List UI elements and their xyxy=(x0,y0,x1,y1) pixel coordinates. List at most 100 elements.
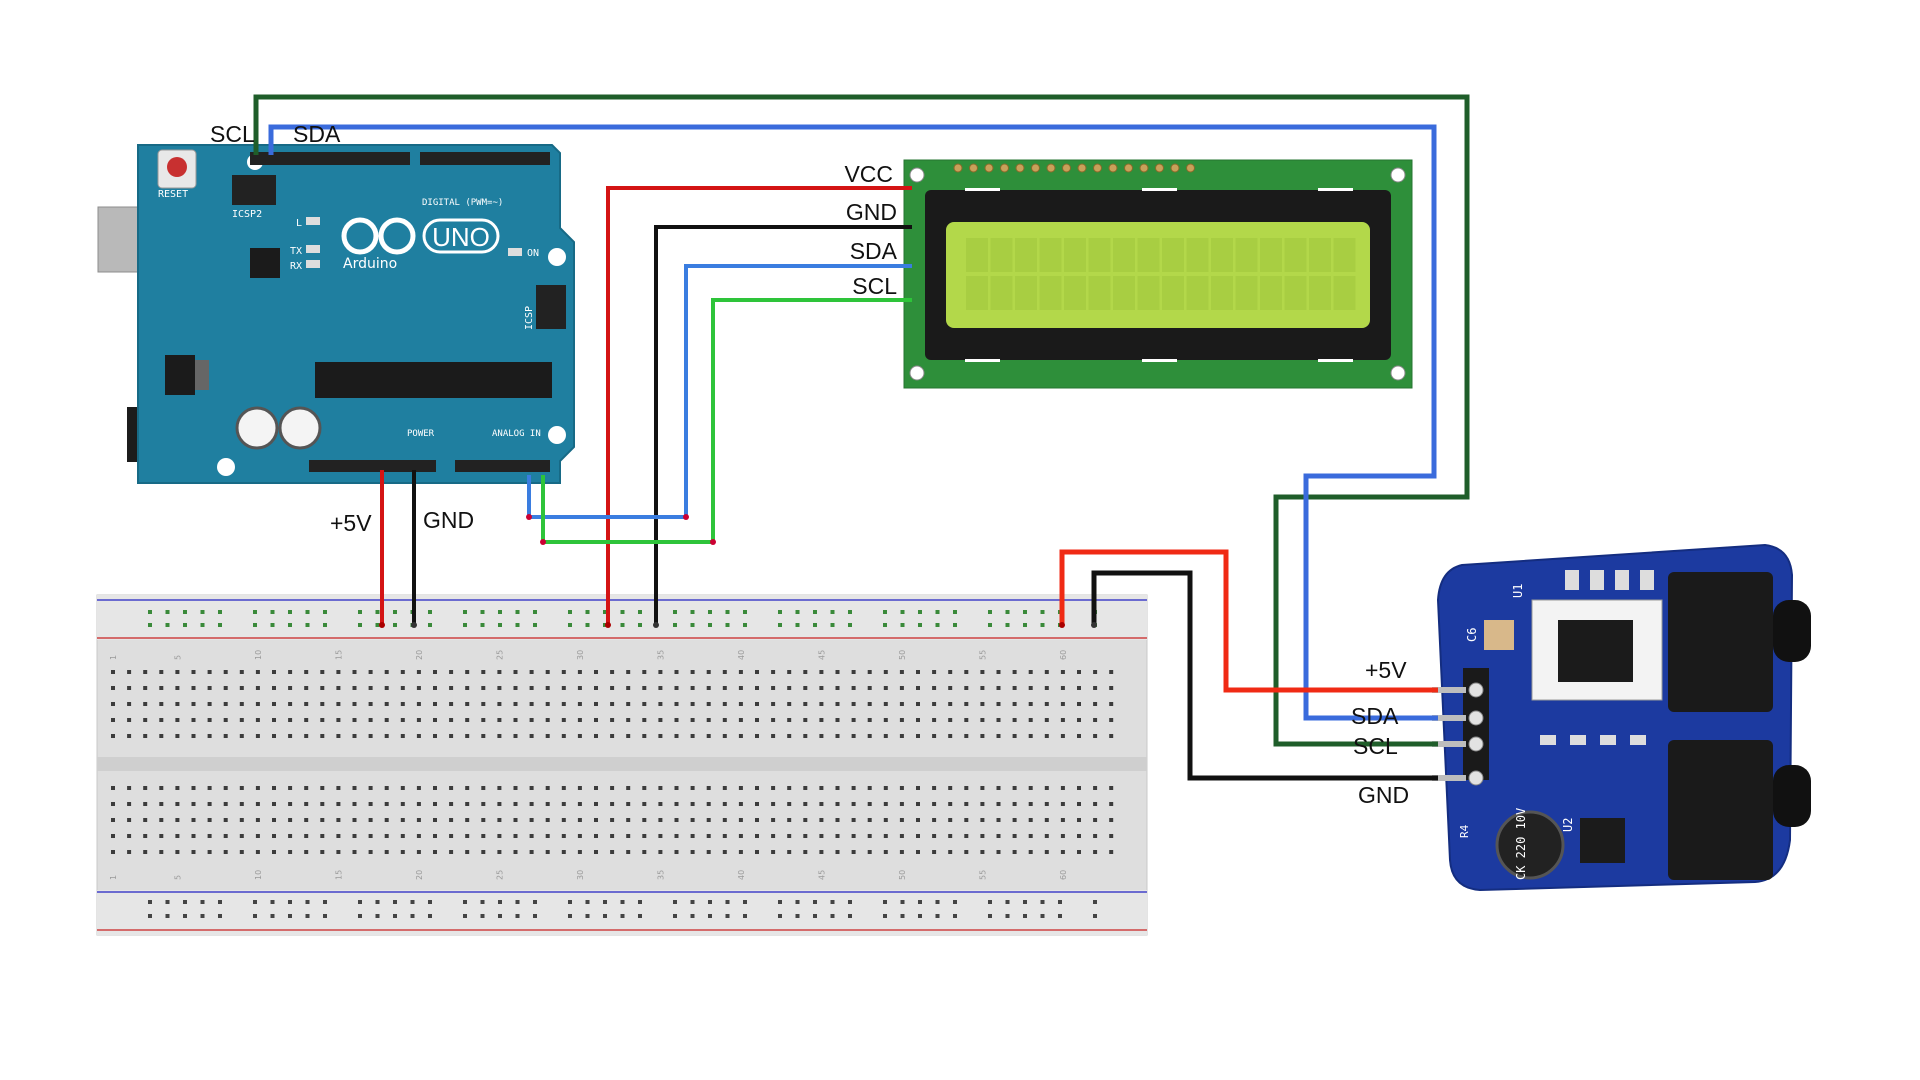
terminal-hole xyxy=(288,670,293,674)
rail-hole xyxy=(410,914,415,918)
terminal-hole xyxy=(1028,702,1033,706)
terminal-hole xyxy=(803,802,808,806)
electrolytic-capacitor xyxy=(1495,810,1565,880)
terminal-hole xyxy=(288,686,293,690)
column-number: 20 xyxy=(415,650,424,660)
terminal-hole xyxy=(626,818,631,822)
terminal-hole xyxy=(191,802,196,806)
column-number: 55 xyxy=(978,650,987,660)
terminal-hole xyxy=(658,850,663,854)
c6-component xyxy=(1484,620,1514,650)
module-pin xyxy=(1432,775,1466,781)
terminal-hole xyxy=(449,850,454,854)
rail-hole xyxy=(1023,610,1027,614)
rail-hole xyxy=(883,623,887,627)
terminal-hole xyxy=(948,802,953,806)
rail-hole xyxy=(725,610,730,614)
rail-hole xyxy=(585,610,590,614)
terminal-hole xyxy=(996,686,1001,690)
terminal-hole xyxy=(320,734,325,738)
terminal-hole xyxy=(899,686,904,690)
lcd-tick xyxy=(1142,188,1177,191)
terminal-hole xyxy=(255,734,260,738)
u2-chip xyxy=(1580,818,1625,863)
rail-hole xyxy=(725,914,730,918)
terminal-hole xyxy=(255,702,260,706)
rail-hole xyxy=(743,900,747,904)
terminal-hole xyxy=(497,802,502,806)
terminal-hole xyxy=(433,786,437,790)
wire-lcd-scl-green xyxy=(541,298,912,544)
wire-end-dot xyxy=(605,622,611,628)
terminal-hole xyxy=(449,734,454,738)
module-5v-label: +5V xyxy=(1365,657,1407,683)
rail-hole xyxy=(568,900,572,904)
terminal-hole xyxy=(545,818,550,822)
lcd-pin xyxy=(1124,163,1133,173)
terminal-hole xyxy=(835,818,840,822)
terminal-hole xyxy=(1012,734,1017,738)
terminal-hole xyxy=(690,802,695,806)
terminal-hole xyxy=(223,734,228,738)
terminal-hole xyxy=(722,786,727,790)
terminal-hole xyxy=(272,702,276,706)
terminal-hole xyxy=(738,670,743,674)
lcd-gnd-label: GND xyxy=(846,199,897,225)
wire-lcd-gnd-black xyxy=(654,225,912,625)
terminal-hole xyxy=(272,850,276,854)
terminal-hole xyxy=(1093,718,1098,722)
terminal-hole xyxy=(577,718,582,722)
wire-lcd-sda-blue xyxy=(527,264,912,519)
terminal-hole xyxy=(288,818,293,822)
terminal-hole xyxy=(803,718,808,722)
rail-hole xyxy=(515,623,520,627)
lcd-char-cell xyxy=(1137,238,1160,272)
rail-hole xyxy=(830,914,835,918)
terminal-hole xyxy=(416,734,421,738)
terminal-hole xyxy=(835,802,840,806)
lcd-mount-hole xyxy=(909,167,925,183)
terminal-hole xyxy=(996,818,1001,822)
terminal-hole xyxy=(690,818,695,822)
terminal-hole xyxy=(916,702,920,706)
terminal-hole xyxy=(175,850,180,854)
rail-hole xyxy=(1005,914,1010,918)
lcd-char-cell xyxy=(1088,238,1111,272)
module-pin-pad xyxy=(1468,710,1484,726)
terminal-hole xyxy=(996,734,1001,738)
rail-hole xyxy=(708,610,712,614)
terminal-hole xyxy=(336,850,341,854)
terminal-hole xyxy=(191,818,196,822)
rail-hole xyxy=(918,900,922,904)
terminal-hole xyxy=(755,670,759,674)
terminal-hole xyxy=(916,734,920,738)
terminal-hole xyxy=(594,834,598,838)
terminal-hole xyxy=(239,702,244,706)
terminal-hole xyxy=(529,834,534,838)
regulator-tab xyxy=(195,360,209,390)
led-rx xyxy=(306,260,320,268)
terminal-hole xyxy=(610,670,615,674)
terminal-hole xyxy=(787,702,792,706)
breadboard-column-numbers: 1155101015152020252530303535404045455050… xyxy=(109,650,1068,880)
terminal-hole xyxy=(867,802,872,806)
terminal-hole xyxy=(577,702,582,706)
terminal-hole xyxy=(996,718,1001,722)
reset-button-cap[interactable] xyxy=(167,157,187,177)
lcd-char-cell xyxy=(1309,276,1331,310)
terminal-hole xyxy=(706,670,711,674)
terminal-hole xyxy=(1012,786,1017,790)
terminal-hole xyxy=(127,702,132,706)
terminal-hole xyxy=(481,670,486,674)
rail-hole xyxy=(900,900,905,904)
terminal-hole xyxy=(481,802,486,806)
terminal-hole xyxy=(867,718,872,722)
column-number: 35 xyxy=(656,870,665,880)
terminal-hole xyxy=(964,686,969,690)
terminal-hole xyxy=(851,818,856,822)
terminal-hole xyxy=(642,818,647,822)
rail-hole xyxy=(988,623,992,627)
terminal-hole xyxy=(803,670,808,674)
rail-hole xyxy=(708,914,712,918)
terminal-hole xyxy=(1028,850,1033,854)
